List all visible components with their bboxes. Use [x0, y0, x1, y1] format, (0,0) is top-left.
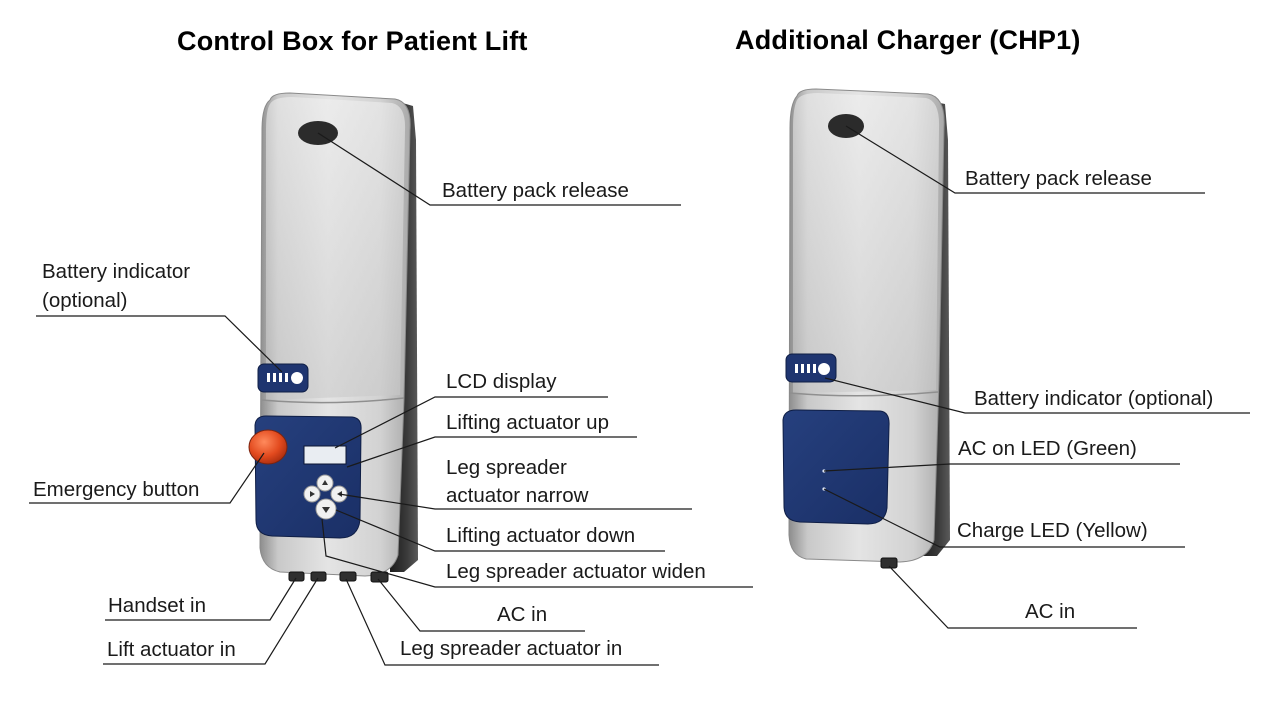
leader-lift-up: [346, 436, 637, 468]
leader-lift-down: [335, 509, 665, 552]
leader-battery-indicator: [36, 315, 283, 373]
label-ac-in: AC in: [497, 603, 548, 626]
label-charger-ac-in: AC in: [1025, 600, 1076, 623]
charger-seam: [789, 391, 939, 397]
label-charger-charge-led: Charge LED (Yellow): [957, 519, 1148, 542]
charger-battery-bars: [795, 363, 830, 375]
label-battery-pack-release: Battery pack release: [442, 179, 629, 202]
charger-lid: [793, 93, 940, 393]
label-lcd-display: LCD display: [446, 370, 557, 393]
leader-charger-ac-on: [823, 463, 1180, 472]
leader-handset: [105, 577, 297, 621]
label-lifting-actuator-up: Lifting actuator up: [446, 411, 609, 434]
leader-charger-charge: [823, 488, 1185, 548]
leader-ac-in: [377, 578, 585, 632]
leader-lcd: [334, 396, 608, 449]
leader-charger-battery-release: [845, 125, 1205, 194]
control-box-title: Control Box for Patient Lift: [177, 26, 528, 56]
control-box-lcd: [303, 445, 347, 465]
leader-battery-release: [317, 132, 681, 206]
control-box-emergency-button: [248, 429, 288, 465]
label-lifting-actuator-down: Lifting actuator down: [446, 524, 636, 547]
leader-lines: [29, 125, 1250, 666]
label-charger-ac-on-led: AC on LED (Green): [958, 437, 1137, 460]
charger-device: [782, 88, 950, 569]
leader-charger-ac-in: [888, 565, 1137, 629]
charger-title: Additional Charger (CHP1): [735, 25, 1081, 55]
charger-ac-connector: [880, 557, 898, 569]
leader-charger-battery-indicator: [824, 377, 1250, 414]
leader-leg-spreader-in: [345, 578, 659, 666]
label-leg-spreader-actuator-in: Leg spreader actuator in: [400, 637, 623, 660]
label-charger-battery-pack-release: Battery pack release: [965, 167, 1152, 190]
label-handset-in: Handset in: [108, 594, 207, 617]
label-charger-battery-indicator: Battery indicator (optional): [974, 387, 1214, 410]
control-box-lid: [266, 97, 406, 400]
label-leg-spreader-narrow-line2: actuator narrow: [446, 484, 589, 507]
leader-emergency: [29, 452, 265, 504]
charger-battery-indicator: [785, 353, 837, 383]
label-leg-spreader-narrow-line1: Leg spreader: [446, 456, 567, 479]
label-leg-spreader-widen: Leg spreader actuator widen: [446, 560, 706, 583]
leader-leg-narrow: [338, 493, 692, 510]
control-box-device: [248, 92, 418, 583]
label-lift-actuator-in: Lift actuator in: [107, 638, 236, 661]
control-box-connectors: [288, 571, 389, 583]
charger-blue-panel: [782, 409, 890, 525]
control-box-seam: [261, 397, 405, 404]
leader-leg-widen: [321, 518, 753, 588]
control-box-battery-bars: [267, 372, 303, 384]
label-emergency-button: Emergency button: [33, 478, 200, 501]
leader-lift-actuator: [103, 577, 319, 665]
label-battery-indicator-line2: (optional): [42, 289, 128, 312]
label-battery-indicator-line1: Battery indicator: [42, 260, 191, 283]
control-box-battery-indicator: [257, 363, 309, 393]
